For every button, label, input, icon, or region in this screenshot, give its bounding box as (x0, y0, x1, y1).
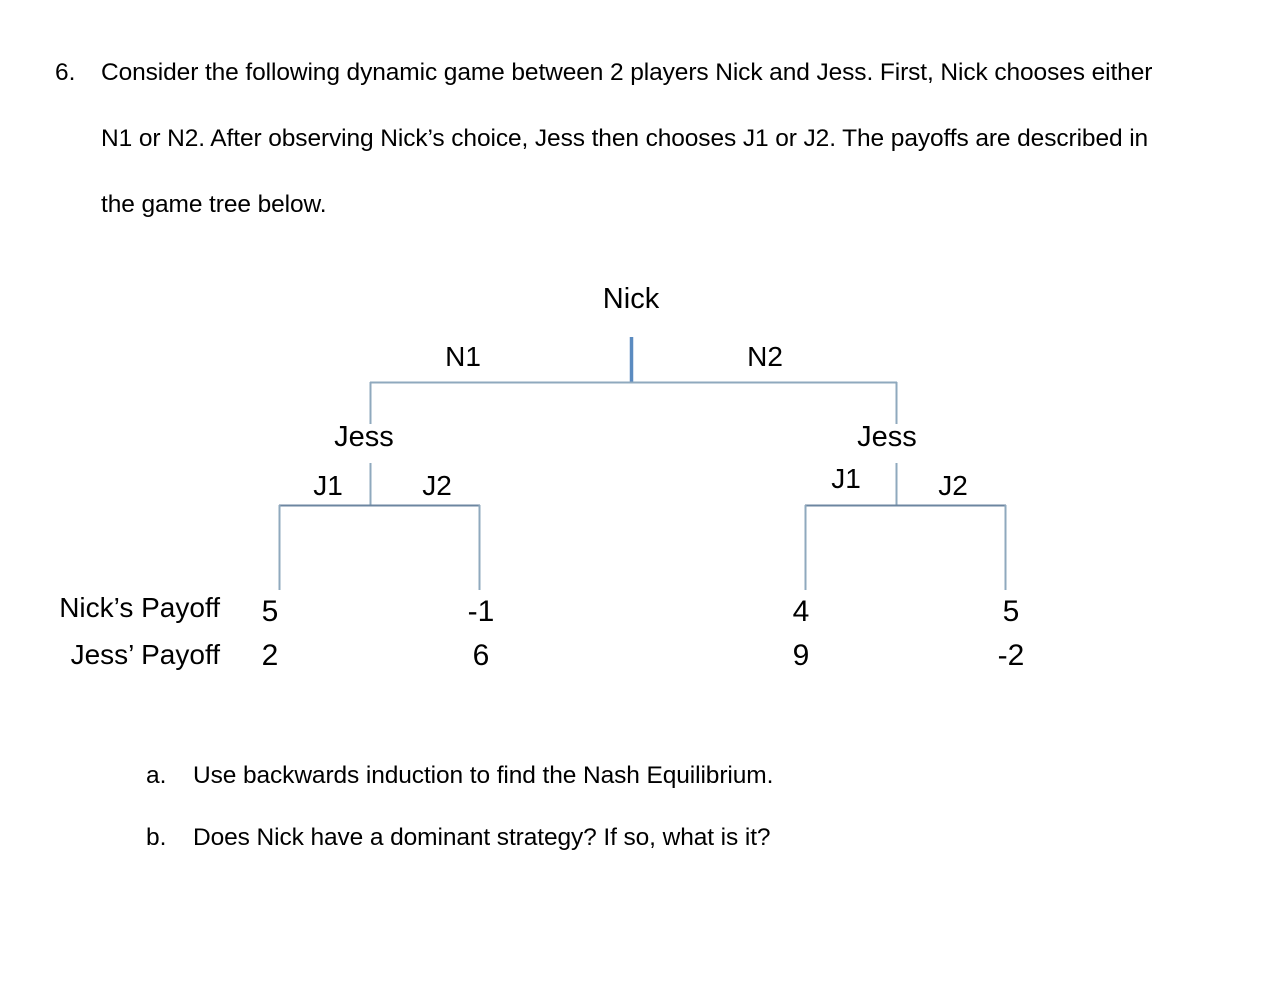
subquestion-b: b. Does Nick have a dominant strategy? I… (146, 824, 1046, 852)
subquestion-b-text: Does Nick have a dominant strategy? If s… (193, 824, 771, 851)
question-line-1: Consider the following dynamic game betw… (101, 59, 1153, 86)
payoff-nick-n2j1: 4 (792, 595, 810, 628)
branch-label-right-j2: J2 (938, 470, 968, 501)
payoff-row-label-nick: Nick’s Payoff (59, 592, 220, 623)
question-block: 6. Consider the following dynamic game b… (55, 40, 1205, 238)
payoff-jess-n1j2: 6 (472, 639, 490, 672)
subquestion-a-letter: a. (146, 762, 167, 789)
question-number: 6. (55, 59, 76, 86)
branch-label-n2: N2 (747, 341, 783, 372)
payoff-nick-n1j1: 5 (261, 595, 279, 628)
subquestion-b-letter: b. (146, 824, 167, 851)
subquestions-block: a. Use backwards induction to find the N… (146, 762, 1046, 886)
branch-label-left-j2: J2 (422, 470, 452, 501)
branch-label-right-j1: J1 (831, 463, 861, 494)
node-label-nick: Nick (602, 283, 660, 315)
question-line-3: the game tree below. (101, 191, 327, 218)
branch-label-left-j1: J1 (313, 470, 343, 501)
payoff-jess-n2j1: 9 (792, 639, 810, 672)
subquestion-a-text: Use backwards induction to find the Nash… (193, 762, 774, 789)
payoff-row-label-jess: Jess’ Payoff (70, 639, 220, 670)
node-label-jess-right: Jess (857, 421, 917, 453)
question-first-line: 6. Consider the following dynamic game b… (55, 40, 1205, 106)
subquestion-a: a. Use backwards induction to find the N… (146, 762, 1046, 790)
payoff-nick-n1j2: -1 (467, 595, 495, 628)
node-label-jess-left: Jess (334, 421, 394, 453)
payoff-jess-n2j2: -2 (997, 639, 1025, 672)
branch-label-n1: N1 (445, 341, 481, 372)
payoff-nick-n2j2: 5 (1002, 595, 1020, 628)
question-line-2: N1 or N2. After observing Nick’s choice,… (101, 125, 1149, 152)
payoff-jess-n1j1: 2 (261, 639, 279, 672)
